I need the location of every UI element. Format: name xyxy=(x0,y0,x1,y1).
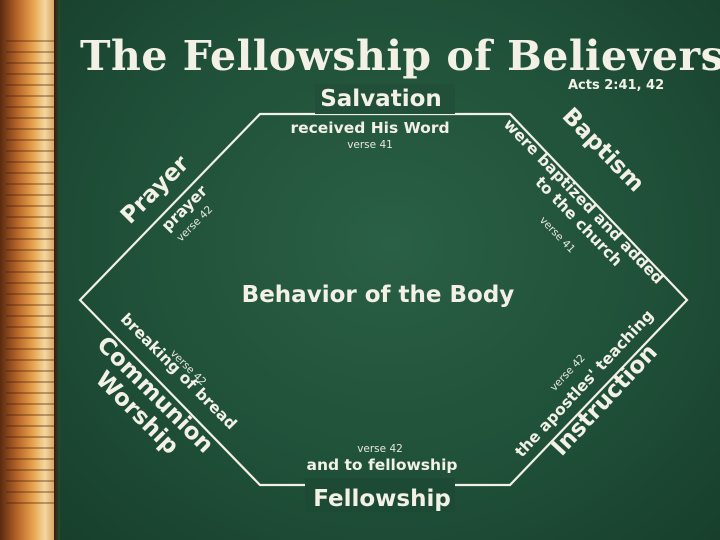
fellowship-label-backing xyxy=(305,478,455,512)
scroll-text-lines xyxy=(6,40,54,510)
salvation-verse: verse 41 xyxy=(347,139,393,151)
scroll-image xyxy=(0,0,60,540)
hexagon-outline xyxy=(78,112,689,487)
scripture-reference: Acts 2:41, 42 xyxy=(568,78,664,93)
chalkboard: The Fellowship of Believers Acts 2:41, 4… xyxy=(60,0,720,540)
fellowship-diagram: The Fellowship of Believers Acts 2:41, 4… xyxy=(78,32,720,512)
scroll-edge-shadow xyxy=(54,0,60,540)
center-label: Behavior of the Body xyxy=(242,282,515,308)
salvation-heading: Salvation xyxy=(320,86,442,112)
page-title: The Fellowship of Believers xyxy=(80,32,720,80)
fellowship-phrase: and to fellowship xyxy=(307,456,458,474)
salvation-label-backing xyxy=(315,84,455,114)
fellowship-verse: verse 42 xyxy=(357,443,403,455)
fellowship-heading: Fellowship xyxy=(313,486,451,512)
salvation-phrase: received His Word xyxy=(290,119,449,137)
